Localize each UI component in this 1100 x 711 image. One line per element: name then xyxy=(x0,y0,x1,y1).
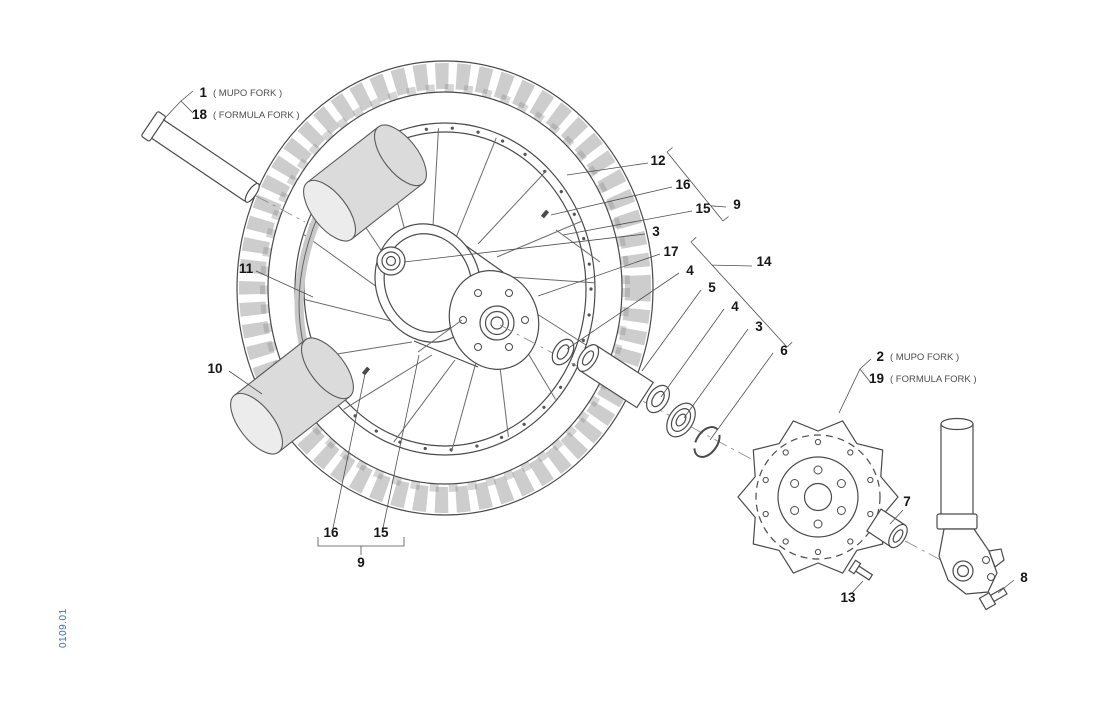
bolt-8 xyxy=(978,587,1008,611)
tire-knobs xyxy=(239,63,651,513)
callout-16-top: 16 xyxy=(675,177,691,192)
callout-13: 13 xyxy=(840,590,856,605)
callout-12: 12 xyxy=(650,153,665,168)
front-wheel xyxy=(230,60,654,516)
tube-part-upper xyxy=(303,124,427,242)
disc-center-hole xyxy=(803,482,833,512)
callout-8: 8 xyxy=(1020,570,1028,585)
fork-tube xyxy=(940,423,974,517)
bearing-3 xyxy=(666,402,696,438)
axle-shaft xyxy=(141,111,306,223)
hub-bearing-upper xyxy=(376,246,406,276)
callout-3b: 3 xyxy=(755,319,763,334)
fork-foot xyxy=(938,528,998,595)
wheel-hub xyxy=(374,223,540,370)
callout-9-bottom: 9 xyxy=(357,555,365,570)
axle-clamp-hole xyxy=(952,560,974,582)
callout-14-group: 14 xyxy=(756,254,772,269)
callout-15-top: 15 xyxy=(695,201,711,216)
axle-centerline xyxy=(255,195,306,223)
caliper-tab xyxy=(988,548,1005,568)
doc-code: 0109.01 xyxy=(58,608,69,648)
spacer-5 xyxy=(576,344,655,409)
tube-part-lower xyxy=(230,337,354,455)
circlip-6 xyxy=(693,426,721,458)
callout-4b: 4 xyxy=(731,299,739,314)
callout-11: 11 xyxy=(239,261,254,276)
callout-3-top: 3 xyxy=(652,224,660,239)
callout-19-note: ( FORMULA FORK ) xyxy=(890,374,977,385)
callout-labels: 1 ( MUPO FORK ) 18 ( FORMULA FORK ) 11 1… xyxy=(192,85,1028,605)
callout-18-note: ( FORMULA FORK ) xyxy=(213,110,300,121)
spacer-7 xyxy=(866,508,908,549)
disc-bolt-holes xyxy=(790,465,846,529)
callout-4a: 4 xyxy=(686,263,694,278)
callout-5: 5 xyxy=(708,280,716,295)
callout-2-note: ( MUPO FORK ) xyxy=(890,352,959,363)
callout-10: 10 xyxy=(207,361,222,376)
fork-collar xyxy=(936,513,978,530)
leader-lines xyxy=(228,162,1015,595)
callout-9-group: 9 xyxy=(733,197,741,212)
callout-7: 7 xyxy=(903,494,911,509)
bolt-13 xyxy=(848,559,874,581)
callout-18: 18 xyxy=(192,107,208,122)
disc-slots xyxy=(762,438,874,556)
callout-6: 6 xyxy=(780,343,788,358)
spoke-nipples-ring xyxy=(297,126,593,452)
callout-15-bottom: 15 xyxy=(373,525,389,540)
spacers-and-bearings xyxy=(551,338,721,458)
callout-16-bottom: 16 xyxy=(323,525,339,540)
brake-disc xyxy=(737,420,899,574)
callout-2: 2 xyxy=(876,349,884,364)
tire-knobs-inner xyxy=(260,84,630,492)
fork-leg xyxy=(936,417,1005,595)
callout-19: 19 xyxy=(869,371,884,386)
callout-17: 17 xyxy=(663,244,678,259)
brackets xyxy=(162,90,872,555)
disc-band-edge xyxy=(755,434,881,560)
callout-1: 1 xyxy=(199,85,207,100)
callout-1-note: ( MUPO FORK ) xyxy=(213,88,282,99)
